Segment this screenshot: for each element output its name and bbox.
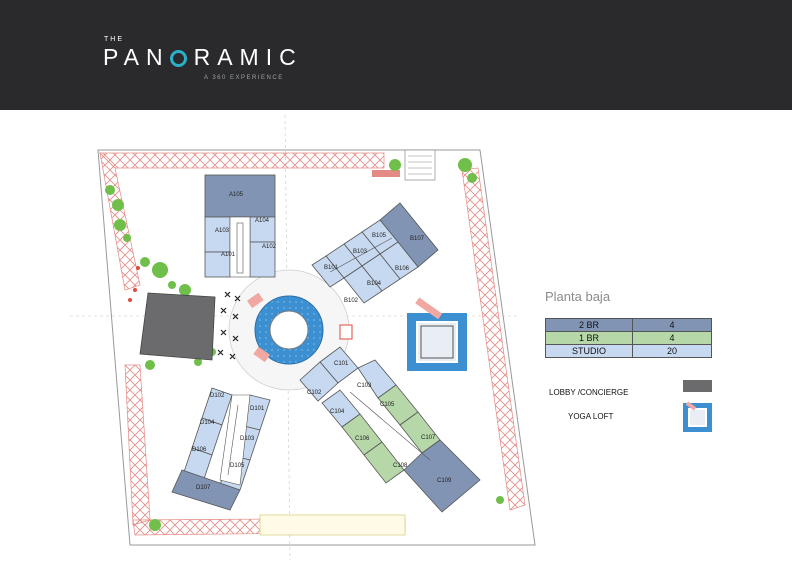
- label-d104: D104: [200, 420, 215, 426]
- label-a103: A103: [215, 228, 230, 234]
- unit-a105: [204, 174, 276, 218]
- header-bar: THE PAN RAMIC A 360 EXPERIENCE: [0, 0, 792, 110]
- label-b105: B105: [372, 233, 387, 239]
- label-a101: A101: [221, 252, 236, 258]
- unit-d107: [171, 469, 241, 511]
- label-d102: D102: [210, 393, 225, 399]
- legend-lobby-label: LOBBY /CONCIERGE: [549, 388, 629, 397]
- label-d105: D105: [230, 463, 245, 469]
- parking-strip: [259, 514, 406, 536]
- legend-row-studio: STUDIO 20: [545, 344, 712, 358]
- logo-tagline: A 360 EXPERIENCE: [204, 75, 284, 81]
- label-a104: A104: [255, 218, 270, 224]
- unit-a103: [204, 216, 231, 253]
- unit-c109: [403, 439, 481, 513]
- logo-the-text: THE: [104, 36, 124, 43]
- logo-wordmark: PAN RAMIC: [103, 44, 303, 71]
- label-b102: B102: [344, 298, 359, 304]
- legend-count: 4: [632, 331, 712, 345]
- legend-count: 4: [632, 318, 712, 332]
- label-c101: C101: [334, 361, 349, 367]
- unit-a101: [204, 251, 231, 278]
- label-c105: C105: [380, 402, 395, 408]
- landscape-trees: [105, 158, 504, 531]
- corridor-a: [229, 216, 251, 278]
- label-c104: C104: [330, 409, 345, 415]
- bench-top: [372, 170, 400, 177]
- unit-a102: [249, 241, 276, 278]
- label-b101: B101: [324, 265, 339, 271]
- legend-title: Planta baja: [545, 289, 611, 304]
- yoga-loft: [407, 297, 467, 371]
- label-c107: C107: [421, 435, 436, 441]
- logo-part-1: PAN: [103, 44, 170, 70]
- label-d103: D103: [240, 436, 255, 442]
- logo-ring-icon: [169, 50, 187, 67]
- lobby-swatch: [683, 380, 712, 392]
- bollard-markers: [217, 291, 241, 360]
- label-c106: C106: [355, 436, 370, 442]
- pool-island: [269, 310, 309, 350]
- wing-d: [171, 387, 271, 511]
- legend-row-2br: 2 BR 4: [545, 318, 712, 332]
- wing-c: [299, 346, 481, 513]
- yoga-swatch: [683, 401, 712, 432]
- label-d101: D101: [250, 406, 265, 412]
- red-markers: [128, 266, 140, 302]
- legend-type: 1 BR: [545, 331, 633, 345]
- plaza-lounges: [246, 292, 271, 363]
- unit-b102: [343, 265, 383, 304]
- label-c108: C108: [393, 463, 408, 469]
- floor-plan: A105 A104 A103 A102 A101 B107 B105 B103 …: [70, 114, 536, 561]
- legend-yoga-label: YOGA LOFT: [568, 412, 614, 421]
- label-a102: A102: [262, 244, 277, 250]
- wing-b: [311, 202, 439, 304]
- label-b106: B106: [395, 266, 410, 272]
- label-d107: D107: [196, 485, 211, 491]
- legend-type: STUDIO: [545, 344, 633, 358]
- lobby-concierge: [139, 292, 216, 361]
- plaza-kiosk: [339, 324, 353, 340]
- logo-part-2: RAMIC: [193, 44, 303, 70]
- wing-a: [204, 174, 276, 278]
- label-c102: C102: [307, 390, 322, 396]
- label-a105: A105: [229, 192, 244, 198]
- legend-table: 2 BR 4 1 BR 4 STUDIO 20: [545, 318, 712, 358]
- label-c109: C109: [437, 478, 452, 484]
- label-d106: D106: [192, 447, 207, 453]
- corridor-d: [219, 394, 251, 486]
- legend-type: 2 BR: [545, 318, 633, 332]
- legend-row-1br: 1 BR 4: [545, 331, 712, 345]
- top-stair: [404, 149, 436, 181]
- label-b104: B104: [367, 281, 382, 287]
- label-b107: B107: [410, 236, 425, 242]
- unit-c102: [299, 361, 339, 402]
- legend-count: 20: [632, 344, 712, 358]
- unit-b-front: [311, 255, 345, 288]
- label-c103: C103: [357, 383, 372, 389]
- label-b103: B103: [353, 249, 368, 255]
- site-boundary: [97, 149, 536, 546]
